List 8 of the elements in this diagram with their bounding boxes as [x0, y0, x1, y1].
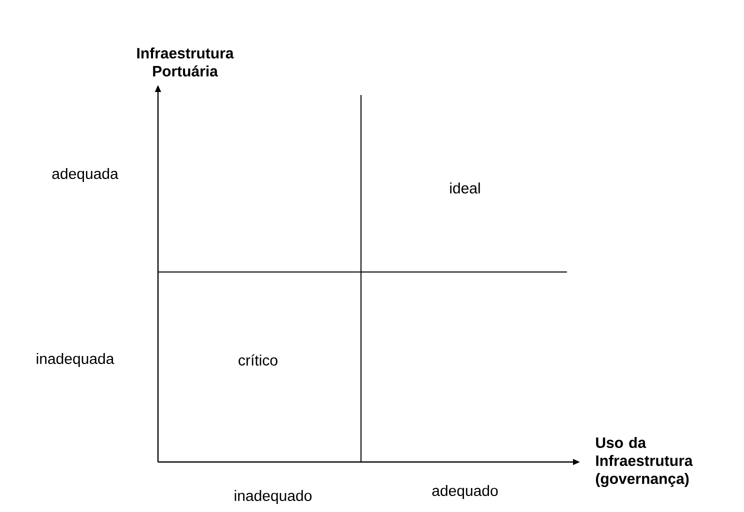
axis-label: inadequada [36, 353, 114, 367]
quadrant-label: crítico [238, 354, 278, 366]
quadrant-label: ideal [450, 182, 480, 194]
axis-label: adequada [52, 168, 118, 182]
axis-title: Uso da Infraestrutura (governança) [596, 436, 693, 488]
axis-title: Infraestrutura Portuária [137, 48, 234, 76]
axis-label: adequado [432, 485, 498, 499]
axis-label: inadequado [234, 490, 312, 504]
